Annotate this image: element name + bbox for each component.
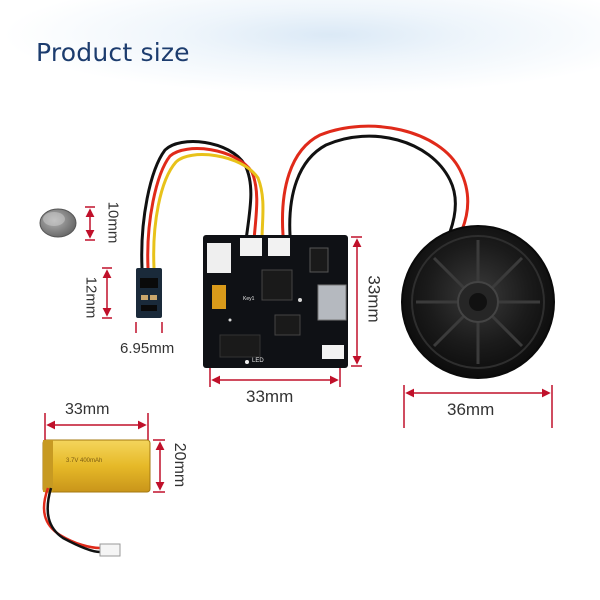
small-module-dimension bbox=[102, 267, 163, 333]
lithium-battery: 3.7V 400mAh bbox=[42, 439, 151, 557]
board-key-label: Key1 bbox=[243, 296, 255, 302]
battery-label: 3.7V 400mAh bbox=[66, 458, 102, 464]
button-battery bbox=[39, 208, 77, 238]
main-board-width-dimension bbox=[209, 368, 341, 387]
dim-label-board-height: 33mm bbox=[364, 275, 384, 323]
dim-label-speaker: 36mm bbox=[447, 400, 495, 419]
dim-label-button-battery: 10mm bbox=[104, 201, 122, 244]
main-board: LED Key1 bbox=[203, 235, 348, 368]
header-band bbox=[0, 0, 600, 95]
dim-label-battery-width: 33mm bbox=[65, 401, 110, 418]
dim-label-module-height: 12mm bbox=[82, 276, 100, 319]
battery-height-dimension bbox=[153, 439, 165, 493]
button-battery-dimension bbox=[85, 206, 95, 241]
speaker-wires bbox=[281, 124, 470, 237]
board-led-label: LED bbox=[252, 358, 264, 364]
dim-label-board-width: 33mm bbox=[246, 387, 294, 406]
main-board-height-dimension bbox=[351, 236, 362, 367]
speaker-dimension bbox=[403, 385, 553, 428]
dim-label-module-width: 6.95mm bbox=[120, 340, 175, 357]
small-module bbox=[136, 268, 162, 318]
battery-width-dimension bbox=[44, 413, 149, 440]
page-title: Product size bbox=[36, 38, 190, 67]
module-wires bbox=[140, 140, 265, 270]
speaker bbox=[401, 225, 555, 379]
dim-label-battery-height: 20mm bbox=[171, 442, 189, 488]
